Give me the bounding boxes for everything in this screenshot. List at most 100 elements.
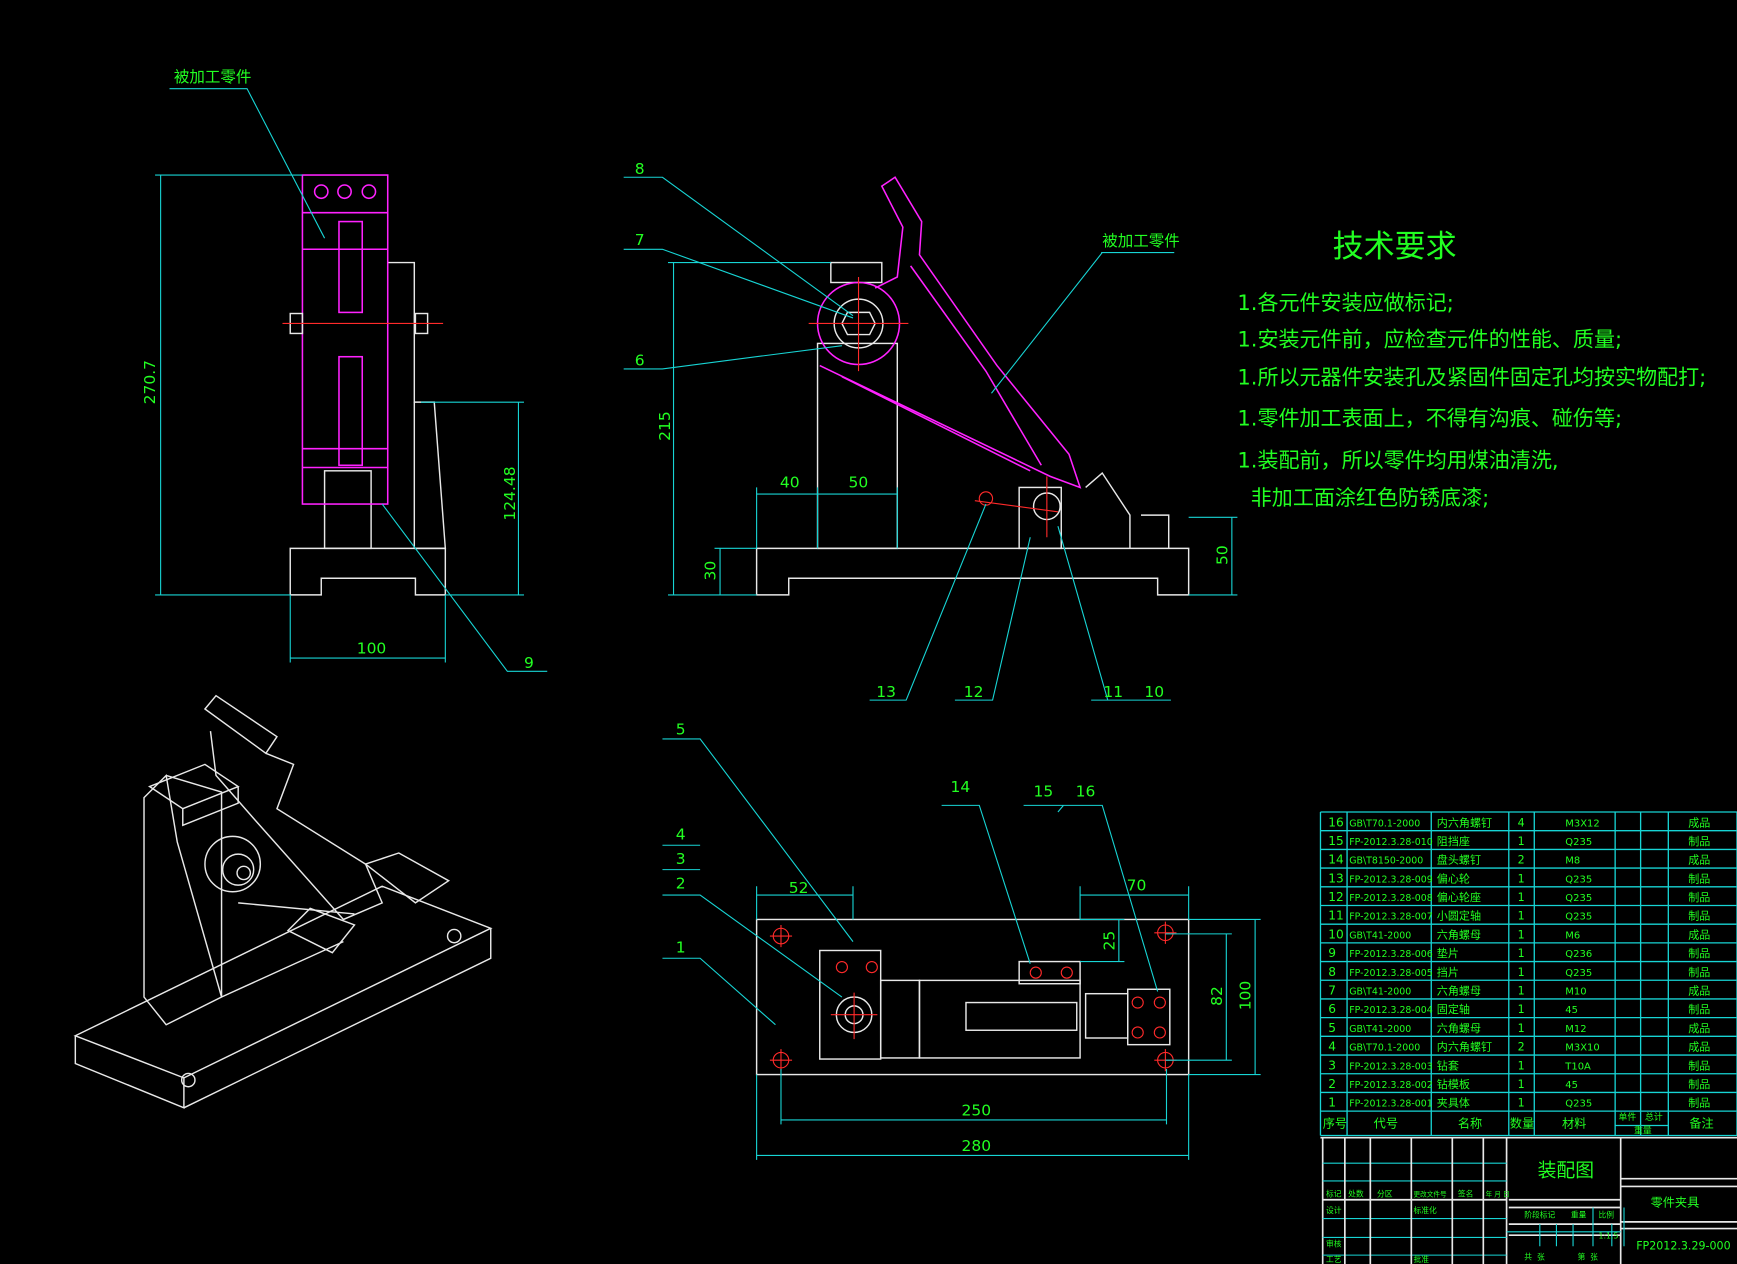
title-block: 装配图 零件夹具 FP2012.3.29-000 1:1.5 阶段标记 重量 比…	[1320, 1136, 1737, 1264]
cell-code: GB\T41-2000	[1349, 930, 1411, 941]
cell-material: 45	[1565, 1080, 1578, 1091]
cell-no: 10	[1328, 927, 1344, 941]
cell-name: 六角螺母	[1437, 985, 1481, 998]
cell-code: FP-2012.3.28-004	[1349, 1005, 1433, 1016]
cell-name: 钻模板	[1437, 1077, 1470, 1091]
cell-name: 盘头螺钉	[1437, 853, 1481, 867]
balloon-8: 8	[635, 160, 645, 178]
cell-material: 45	[1565, 1005, 1578, 1016]
cell-name: 钻套	[1437, 1058, 1459, 1072]
zone-label: 分区	[1377, 1189, 1393, 1198]
balloon-2: 2	[676, 874, 686, 892]
cell-name: 偏心轮	[1437, 871, 1470, 885]
process-label: 工艺	[1326, 1255, 1342, 1264]
design-label: 设计	[1326, 1205, 1342, 1215]
technical-requirements: 技术要求 1.各元件安装应做标记; 1.安装元件前，应检查元件的性能、质量; 1…	[1237, 229, 1706, 510]
cell-qty: 1	[1518, 947, 1525, 960]
cell-name: 六角螺母	[1437, 1022, 1481, 1035]
cell-qty: 1	[1518, 985, 1525, 998]
sheets-total: 共 张	[1524, 1253, 1545, 1262]
drawing-number: FP2012.3.29-000	[1636, 1240, 1730, 1253]
cell-qty: 1	[1518, 891, 1525, 904]
dim-70: 70	[1127, 877, 1147, 895]
cell-remark: 制品	[1688, 1097, 1710, 1110]
sign-label: 签名	[1458, 1188, 1474, 1198]
balloon-12: 12	[964, 683, 984, 701]
cell-material: M10	[1565, 987, 1586, 998]
cell-material: M3X12	[1565, 818, 1599, 829]
dim-270-7: 270.7	[141, 360, 159, 404]
balloon-5: 5	[676, 720, 686, 738]
cell-material: M6	[1565, 930, 1580, 941]
cell-code: GB\T70.1-2000	[1349, 1043, 1420, 1054]
cell-no: 16	[1328, 815, 1344, 829]
cell-qty: 1	[1518, 872, 1525, 885]
balloon-11: 11	[1103, 683, 1123, 701]
dim-40: 40	[780, 473, 800, 491]
balloon-4: 4	[676, 826, 686, 844]
cell-code: GB\T41-2000	[1349, 1024, 1411, 1035]
tech-line: 1.零件加工表面上，不得有沟痕、碰伤等;	[1237, 405, 1622, 430]
cell-name: 内六角螺钉	[1437, 1040, 1492, 1054]
cell-remark: 成品	[1688, 985, 1710, 998]
dim-124-48: 124.48	[501, 466, 519, 520]
standard-label: 标准化	[1414, 1205, 1438, 1215]
cell-remark: 制品	[1688, 947, 1710, 960]
cell-material: Q235	[1565, 1099, 1592, 1110]
cell-qty: 2	[1518, 854, 1525, 867]
label-workpiece: 被加工零件	[174, 68, 252, 86]
label-workpiece-front: 被加工零件	[1102, 232, 1180, 250]
cell-code: FP-2012.3.28-003	[1349, 1061, 1433, 1072]
header-total: 总计	[1645, 1111, 1663, 1123]
cell-no: 15	[1328, 834, 1344, 848]
cell-name: 偏心轮座	[1437, 890, 1481, 904]
cell-qty: 1	[1518, 1003, 1525, 1016]
dim-215: 215	[656, 411, 674, 441]
balloon-1: 1	[676, 939, 686, 957]
side-view: 被加工零件 270.7 124.48 100 9	[141, 68, 548, 672]
weight-label: 重量	[1571, 1210, 1587, 1219]
cell-no: 13	[1328, 871, 1344, 885]
header-code: 代号	[1374, 1117, 1398, 1131]
cell-remark: 制品	[1688, 872, 1710, 885]
cell-name: 夹具体	[1437, 1096, 1470, 1110]
cell-qty: 2	[1518, 1041, 1525, 1054]
cell-code: GB\T41-2000	[1349, 987, 1411, 998]
dim-30: 30	[702, 561, 720, 581]
cell-material: M3X10	[1565, 1043, 1599, 1054]
header-remark: 备注	[1689, 1116, 1713, 1131]
header-no: 序号	[1323, 1116, 1347, 1131]
cell-no: 6	[1328, 1002, 1336, 1016]
cell-remark: 制品	[1688, 910, 1710, 923]
cell-no: 2	[1328, 1077, 1336, 1091]
bom-header: 序号 代号 名称 数量 材料 单件 总计 重量 备注	[1320, 1110, 1737, 1136]
cell-no: 5	[1328, 1021, 1336, 1035]
front-view: 被加工零件 8 7 6 13 12 11 10 215 30 40 50 50	[623, 160, 1238, 701]
cell-code: GB\T70.1-2000	[1349, 818, 1420, 829]
cell-no: 14	[1328, 853, 1344, 867]
dim-52: 52	[789, 879, 809, 897]
header-weight: 重量	[1634, 1124, 1652, 1136]
date-label: 年 月 日	[1486, 1189, 1510, 1198]
cell-no: 9	[1328, 946, 1336, 960]
dim-25: 25	[1100, 931, 1118, 951]
review-label: 审核	[1326, 1238, 1342, 1248]
balloon-13: 13	[876, 683, 896, 701]
cell-remark: 成品	[1688, 928, 1710, 941]
tech-line: 1.装配前，所以零件均用煤油清洗,	[1237, 447, 1558, 472]
header-unit: 单件	[1618, 1111, 1636, 1123]
cell-code: FP-2012.3.28-009	[1349, 874, 1433, 885]
cell-qty: 1	[1518, 1097, 1525, 1110]
cell-name: 挡片	[1437, 965, 1459, 979]
dim-100-plan: 100	[1237, 981, 1255, 1011]
header-qty: 数量	[1510, 1116, 1534, 1131]
